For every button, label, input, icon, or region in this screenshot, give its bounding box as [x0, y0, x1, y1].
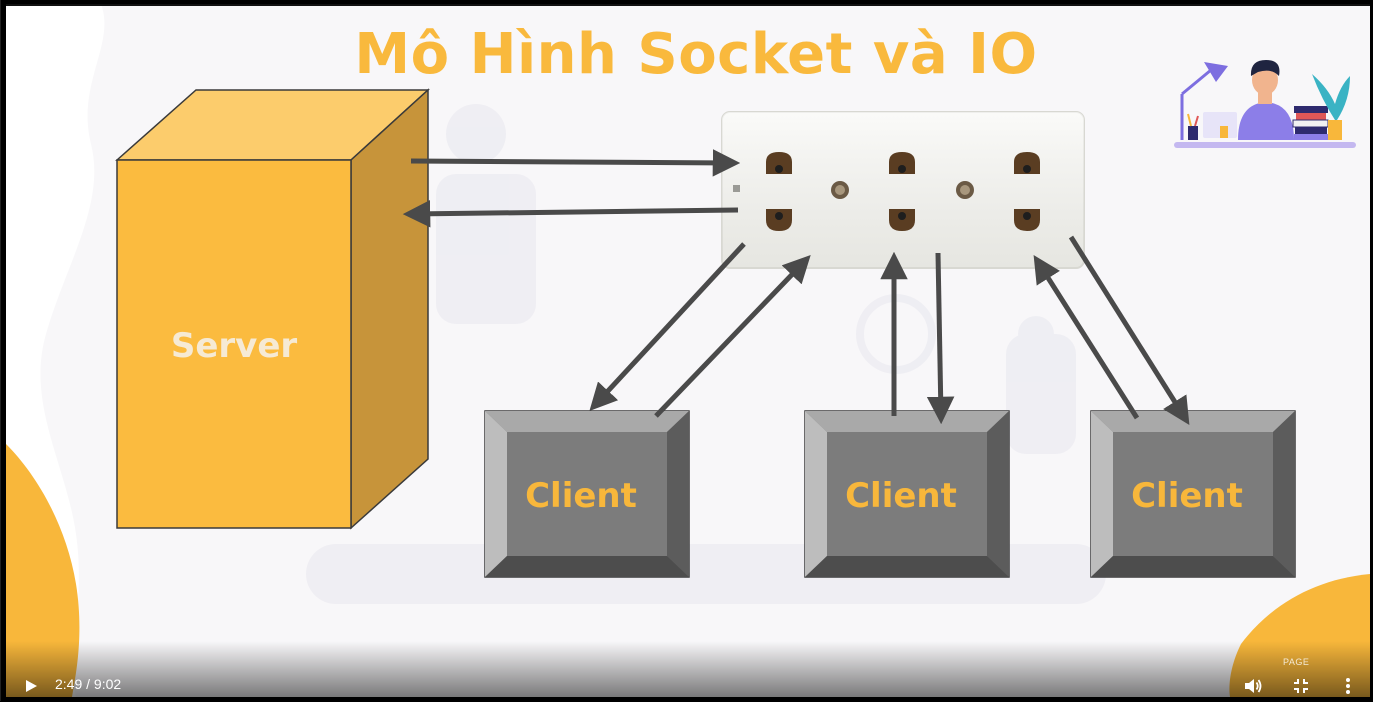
- slide-title: Mô Hình Socket và IO: [354, 22, 1038, 87]
- client-box-1: [484, 410, 690, 578]
- arrow-server-to-socket: [410, 149, 741, 177]
- play-button[interactable]: [22, 676, 40, 696]
- arrow-socket-to-server: [402, 200, 739, 228]
- arrow-socket-to-client-3: [1068, 235, 1190, 425]
- left-orange-blob: [6, 444, 80, 697]
- arrow-client-1-to-socket: [654, 255, 811, 418]
- time-display: 2:49 / 9:02: [55, 676, 122, 692]
- arrow-socket-to-client-2: [926, 252, 955, 425]
- play-icon: [26, 680, 37, 692]
- more-options-button[interactable]: [1337, 675, 1359, 697]
- left-edge-divider: [0, 0, 1, 701]
- person-desk-illustration: [1174, 60, 1356, 148]
- volume-icon: [1245, 679, 1262, 693]
- exit-fullscreen-button[interactable]: [1290, 675, 1312, 697]
- corner-watermark: PAGE: [1283, 657, 1310, 667]
- more-options-icon: [1346, 678, 1350, 694]
- server-box: [115, 88, 430, 530]
- video-frame[interactable]: Mô Hình Socket và IO Server Client Clien…: [6, 4, 1370, 697]
- server-side-face: [350, 88, 429, 530]
- client-box-2: [804, 410, 1010, 578]
- client-label-2: Client: [845, 476, 957, 516]
- player-controls-bar: [0, 641, 1373, 701]
- exit-fullscreen-icon: [1294, 679, 1308, 693]
- connection-arrows: [402, 149, 1190, 425]
- arrow-client-3-to-socket: [1033, 255, 1140, 420]
- client-label-3: Client: [1131, 476, 1243, 516]
- volume-button[interactable]: [1242, 675, 1264, 697]
- server-front-face: [116, 159, 352, 529]
- client-box-3: [1090, 410, 1296, 578]
- client-label-1: Client: [525, 476, 637, 516]
- slide-illustration: [6, 4, 1370, 697]
- arrow-socket-to-client-1: [589, 242, 746, 412]
- power-strip: [721, 111, 1085, 269]
- server-label: Server: [170, 326, 298, 366]
